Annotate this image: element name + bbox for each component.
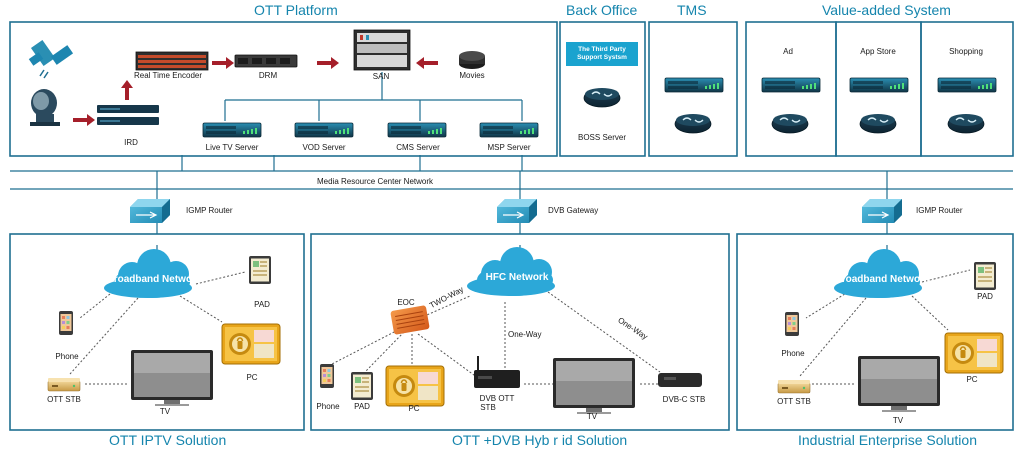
ad-label: Ad [783,47,793,56]
enterprise-phone [785,312,799,336]
vod-label: VOD Server [302,143,346,152]
dvb-gateway [496,198,538,224]
hfc-cloud-label: HFC Network [485,272,549,283]
dvb-ott-stb-label-1: DVB OTT [479,394,515,403]
enterprise-links [799,269,971,385]
igmp-router-left [129,198,171,224]
cms-server [387,122,447,138]
iptv-stb-label: OTT STB [47,395,81,404]
live-tv-server [202,122,262,138]
iptv-pad [249,256,271,284]
enterprise-pad [974,262,996,290]
hybrid-tv [553,358,635,414]
shopping-label: Shopping [949,47,983,56]
iptv-pad-label: PAD [254,300,270,309]
igmp-left-label: IGMP Router [186,206,233,215]
dvb-c-stb-device [658,373,702,387]
hybrid-phone [320,364,334,388]
hybrid-pad-label: PAD [354,402,370,411]
msp-label: MSP Server [487,143,531,152]
section-title-iptv: OTT IPTV Solution [109,432,227,448]
hybrid-pad [351,372,373,400]
dvb-gateway-label: DVB Gateway [548,206,599,215]
drm-device [234,54,298,68]
hybrid-pc [385,365,445,407]
media-center-label: Media Resource Center Network [316,177,434,186]
enterprise-pc [944,332,1004,374]
third-party-line-2: Support Systsm [577,54,627,61]
vod-server [294,122,354,138]
enterprise-stb-label: OTT STB [777,397,811,406]
cms-label: CMS Server [396,143,440,152]
dvb-ott-stb-label-2: STB [480,403,496,412]
boss-server [583,87,621,108]
enterprise-pc-label: PC [966,375,978,384]
encoder-device [135,51,209,71]
encoder-label: Real Time Encoder [133,71,203,80]
iptv-cloud-label: Broadband Network [106,274,202,285]
iptv-stb [47,377,81,392]
enterprise-tv-label: TV [892,416,904,425]
tms-server [664,77,724,93]
enterprise-phone-label: Phone [781,349,805,358]
enterprise-tv [858,356,940,412]
msp-server [479,122,539,138]
dvb-ott-stb-device [474,356,520,388]
san-label: SAN [372,72,390,81]
enterprise-stb [777,379,811,394]
ird-device [97,105,159,125]
igmp-right-label: IGMP Router [916,206,963,215]
app-store-router [859,113,897,134]
boss-label: BOSS Server [577,133,627,142]
section-title-ott-platform: OTT Platform [254,2,338,18]
hybrid-tv-label: TV [586,412,598,421]
movies-label: Movies [459,71,485,80]
app-store-label: App Store [860,47,896,56]
satellite-icon [28,39,74,79]
third-party-line-1: The Third Party [578,46,626,53]
drm-label: DRM [258,71,278,80]
hybrid-phone-label: Phone [316,402,340,411]
iptv-pc-label: PC [246,373,258,382]
section-title-back-office: Back Office [566,2,638,18]
iptv-phone [59,311,73,335]
one-way-left-label: One-Way [508,330,542,339]
iptv-tv-label: TV [159,407,171,416]
iptv-tv [131,350,213,406]
iptv-links [69,271,246,385]
app-store-server [849,77,909,93]
enterprise-pad-label: PAD [977,292,993,301]
ad-router [771,113,809,134]
dvb-c-stb-label: DVB-C STB [662,395,706,404]
backbone-lines [10,72,1013,262]
section-title-value-added: Value-added System [822,2,951,18]
ird-label: IRD [124,138,138,147]
satellite-dish-icon [30,89,60,126]
igmp-router-right [861,198,903,224]
hybrid-pc-label: PC [408,404,420,413]
flow-arrows [73,57,438,126]
ad-server [761,77,821,93]
hybrid-links [331,291,661,385]
section-title-tms: TMS [677,2,707,18]
shopping-server [937,77,997,93]
section-title-enterprise: Industrial Enterprise Solution [798,432,977,448]
eoc-device [390,305,430,335]
live-tv-label: Live TV Server [205,143,259,152]
iptv-pc [221,323,281,365]
tms-router [674,113,712,134]
enterprise-cloud-label: Broadband Network [834,274,930,285]
eoc-label: EOC [397,298,415,307]
third-party-support-box: The Third Party Support Systsm [566,42,638,66]
san-device [353,29,411,71]
section-title-hybrid: OTT +DVB Hyb r id Solution [452,432,628,448]
shopping-router [947,113,985,134]
iptv-phone-label: Phone [55,352,79,361]
movies-storage-icon [459,51,485,69]
